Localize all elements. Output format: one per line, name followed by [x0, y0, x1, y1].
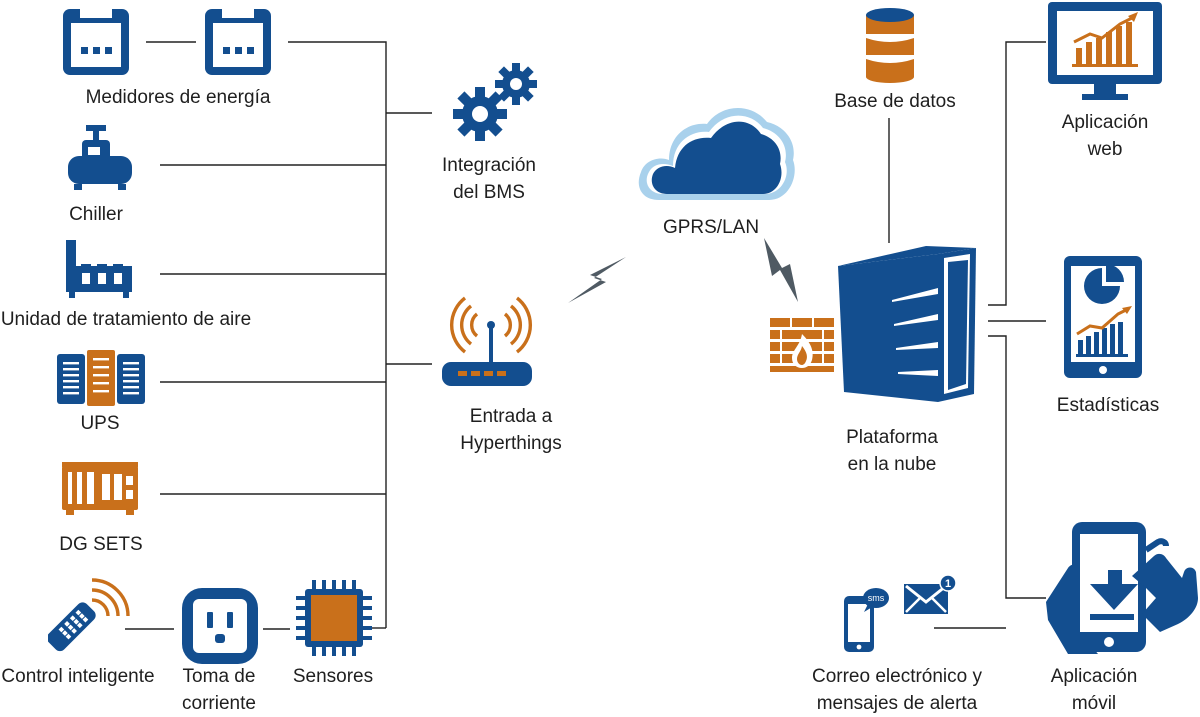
- power-socket-label: Toma de corriente: [182, 663, 256, 717]
- energy-meter-icon: [63, 9, 129, 75]
- generator-icon: [62, 462, 138, 515]
- mobile-app-label: Aplicación móvil: [1051, 663, 1138, 717]
- dg-sets-label: DG SETS: [59, 534, 143, 555]
- bms-integration-label-line1: Integración: [441, 155, 537, 176]
- cloud-platform-label: Plataforma en la nube: [846, 424, 938, 478]
- network-label: GPRS/LAN: [662, 217, 760, 238]
- power-socket-label-line1: Toma de: [182, 666, 256, 687]
- sensor-chip-icon: [296, 580, 372, 656]
- air-handling-unit-label: Unidad de tratamiento de aire: [0, 309, 252, 330]
- mobile-app-label-line2: móvil: [1071, 693, 1117, 714]
- cloud-platform-label-line2: en la nube: [847, 454, 937, 475]
- power-socket-label-line2: corriente: [182, 693, 256, 714]
- mobile-app-icon: [1046, 522, 1198, 654]
- sensors-label: Sensores: [292, 666, 374, 687]
- bms-integration-label: Integración del BMS: [442, 152, 536, 206]
- mobile-app-label-line1: Aplicación: [1050, 666, 1138, 687]
- remote-control-icon: [48, 578, 130, 652]
- monitor-chart-icon: [1048, 2, 1162, 100]
- power-socket-icon: [182, 588, 258, 664]
- bms-integration-label-line2: del BMS: [453, 182, 525, 203]
- mail-count-badge: 1: [945, 578, 951, 590]
- gateway-label: Entrada a Hyperthings: [460, 403, 561, 457]
- gateway-label-line1: Entrada a: [469, 406, 553, 427]
- database-icon: [866, 8, 914, 83]
- server-icon: [838, 246, 976, 402]
- energy-meter-icon: [205, 9, 271, 75]
- cloud-platform-label-line1: Plataforma: [846, 427, 938, 448]
- alerts-label-line2: mensajes de alerta: [816, 693, 978, 714]
- gears-icon: [453, 63, 537, 141]
- alerts-label: Correo electrónico y mensajes de alerta: [812, 663, 982, 717]
- database-label: Base de datos: [834, 91, 956, 112]
- phone-sms-icon: sms: [844, 588, 889, 652]
- ups-icon: [57, 350, 145, 406]
- chiller-icon: [68, 125, 132, 190]
- statistics-label: Estadísticas: [1056, 395, 1160, 416]
- alerts-label-line1: Correo electrónico y: [811, 666, 983, 687]
- firewall-icon: [770, 318, 834, 372]
- router-icon: [442, 296, 532, 386]
- web-app-label-line2: web: [1087, 139, 1123, 160]
- lightning-icon: [568, 257, 626, 303]
- lightning-icon: [764, 238, 798, 302]
- web-app-label: Aplicación web: [1062, 109, 1149, 163]
- smart-control-label: Control inteligente: [1, 666, 155, 687]
- energy-meters-label: Medidores de energía: [85, 87, 271, 108]
- cloud-icon: [638, 107, 795, 200]
- tablet-stats-icon: [1064, 256, 1142, 378]
- sms-text: sms: [868, 593, 885, 603]
- air-handling-unit-icon: [66, 240, 132, 298]
- chiller-label: Chiller: [69, 204, 123, 225]
- mail-icon: 1: [904, 574, 957, 614]
- gateway-label-line2: Hyperthings: [460, 433, 562, 454]
- web-app-label-line1: Aplicación: [1061, 112, 1149, 133]
- ups-label: UPS: [80, 413, 120, 434]
